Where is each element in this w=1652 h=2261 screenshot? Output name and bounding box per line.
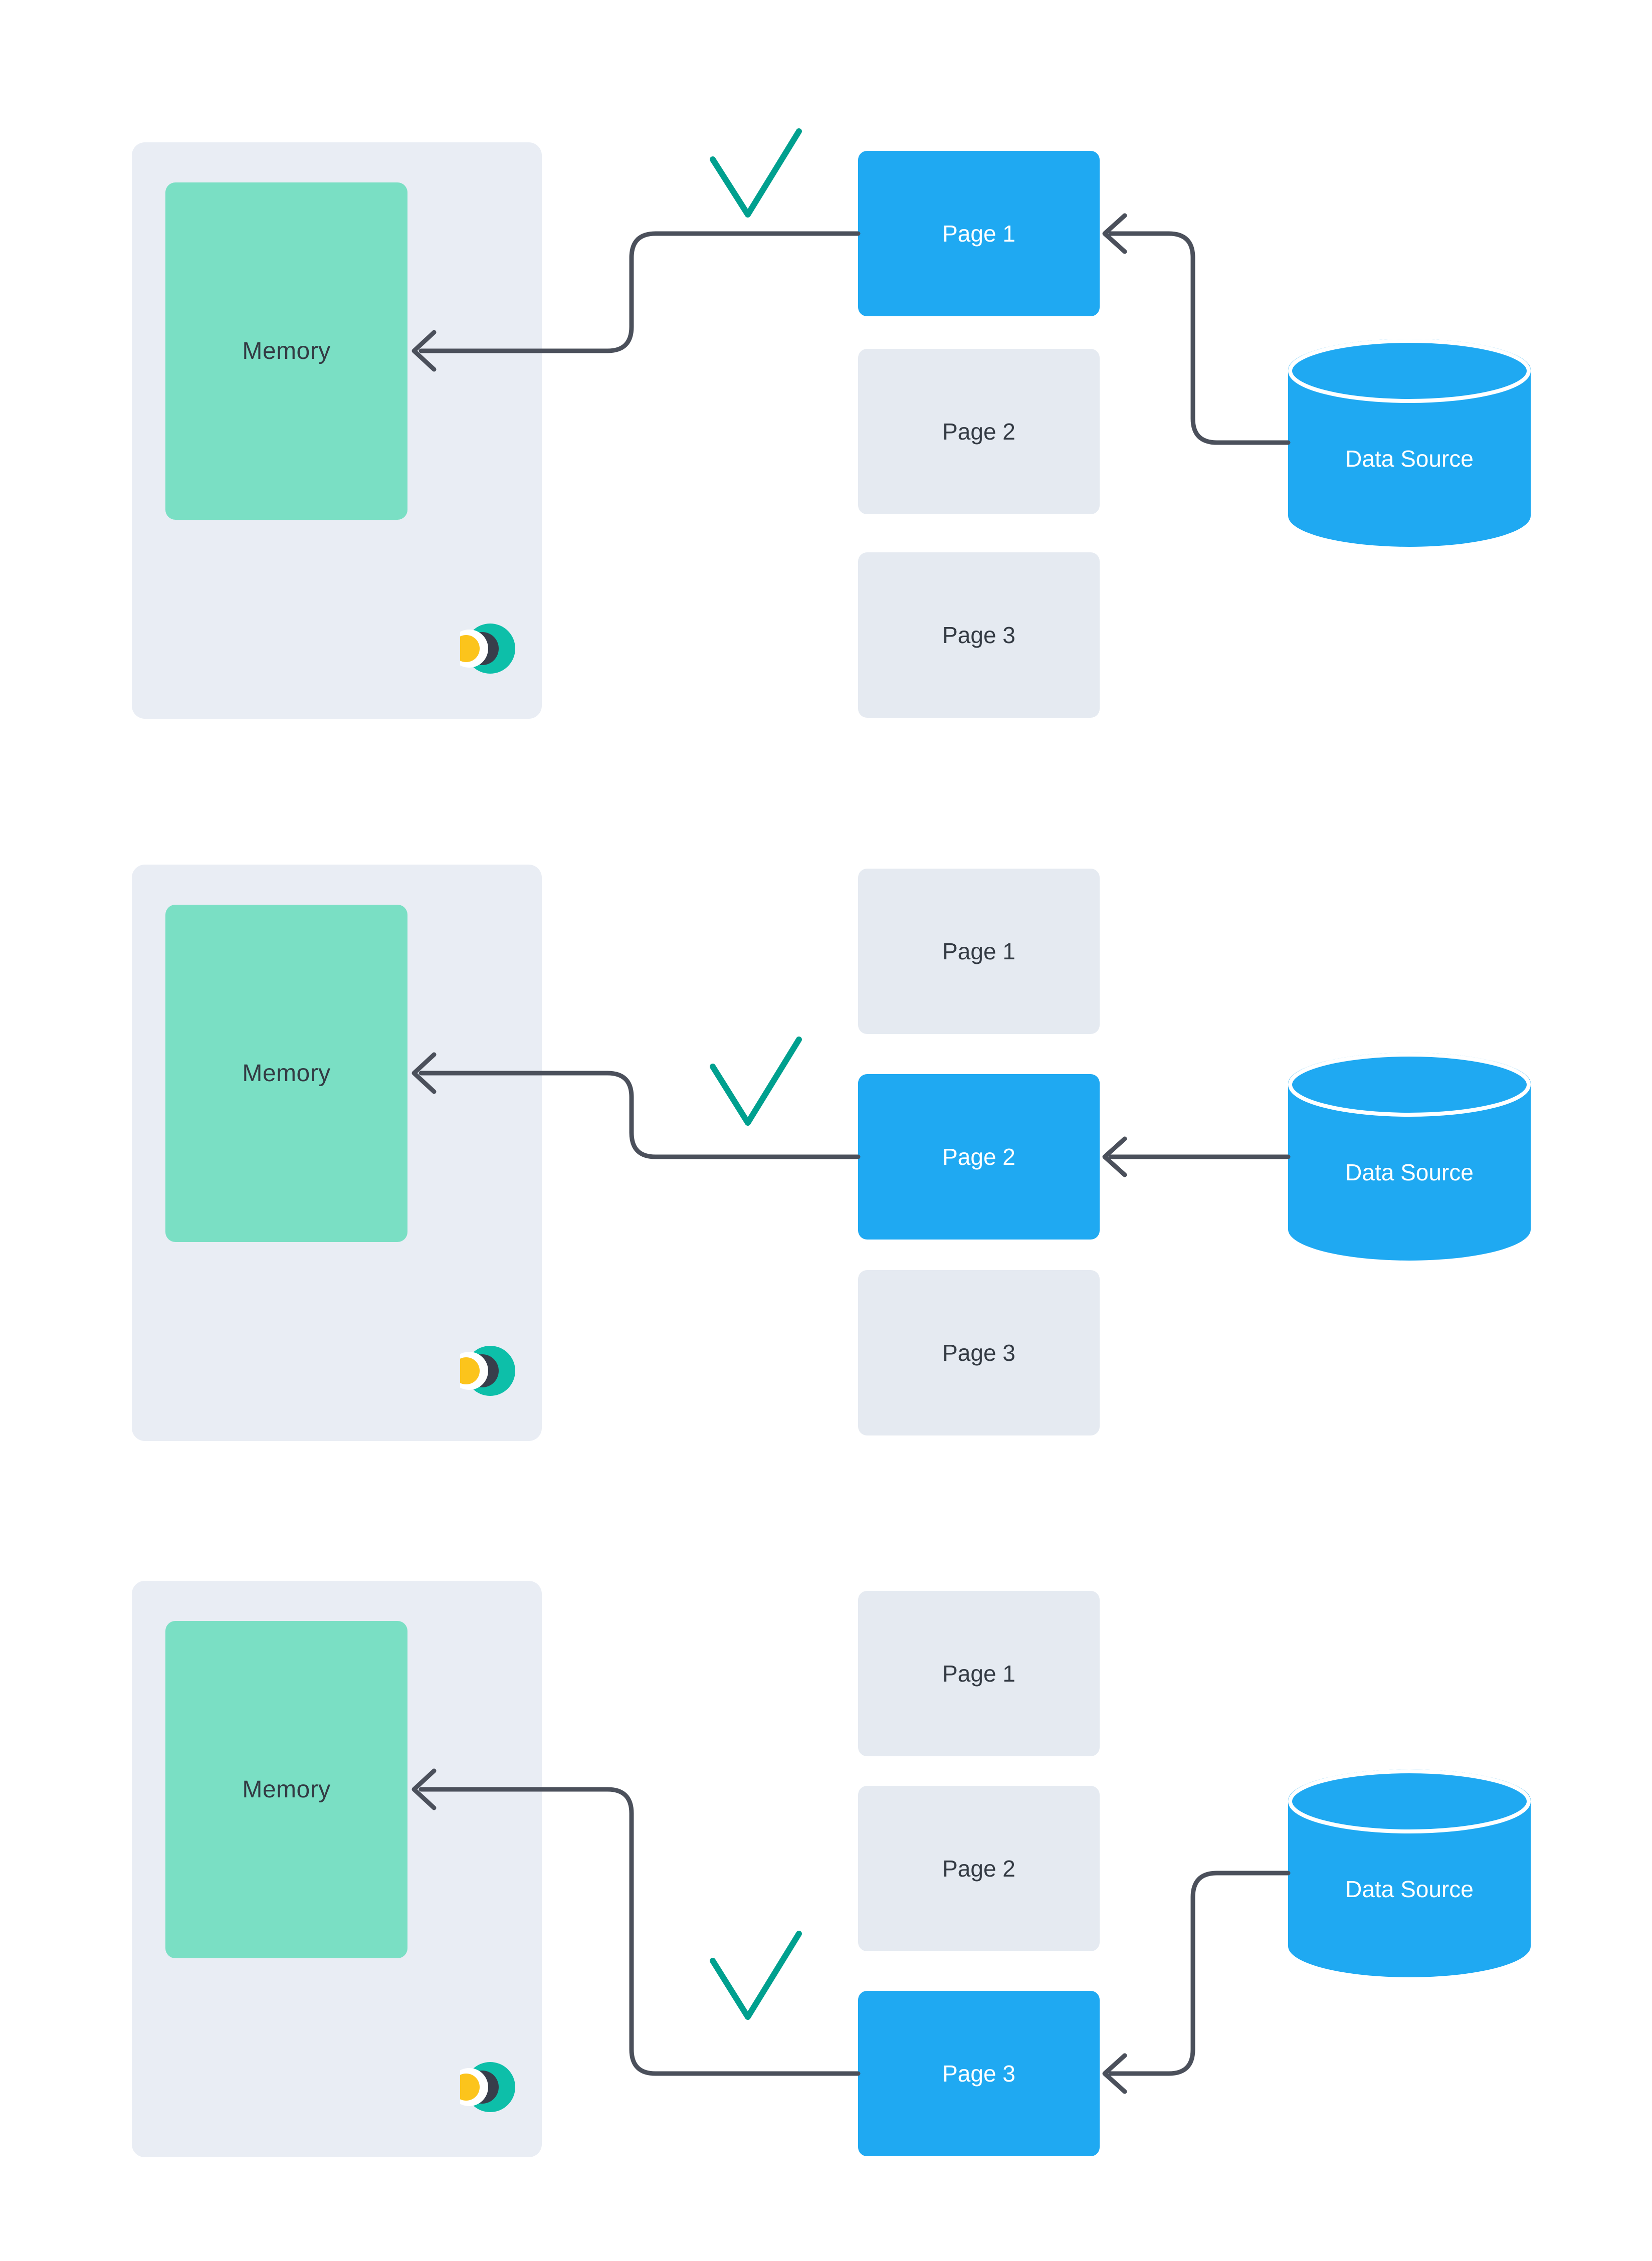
- check-mark-icon-2: [710, 1037, 802, 1126]
- memory-panel-2: Memory: [132, 865, 542, 1441]
- page-label: Page 2: [942, 419, 1015, 445]
- page-card-1-3: Page 3: [858, 552, 1100, 718]
- memory-label: Memory: [242, 1060, 331, 1087]
- crescent-logo-icon: [460, 624, 515, 674]
- page-card-2-1: Page 1: [858, 869, 1100, 1034]
- database-cylinder-icon: [1288, 1053, 1531, 1261]
- memory-box-2: Memory: [165, 905, 407, 1242]
- check-mark-icon-3: [710, 1931, 802, 2020]
- page-label: Page 3: [942, 2061, 1015, 2087]
- page-label: Page 1: [942, 1661, 1015, 1687]
- page-label: Page 2: [942, 1144, 1015, 1170]
- page-card-2-3: Page 3: [858, 1270, 1100, 1435]
- crescent-logo-icon: [460, 1346, 515, 1396]
- left-arrow-icon: [1102, 213, 1127, 254]
- data-source-3: Data Source: [1288, 1769, 1531, 1977]
- memory-label: Memory: [242, 338, 331, 364]
- memory-panel-3: Memory: [132, 1581, 542, 2157]
- left-arrow-icon: [1102, 1136, 1127, 1177]
- data-source-label: Data Source: [1345, 446, 1474, 472]
- memory-panel-1: Memory: [132, 142, 542, 719]
- database-cylinder-icon: [1288, 1769, 1531, 1977]
- memory-box-1: Memory: [165, 182, 407, 520]
- page-label: Page 2: [942, 1856, 1015, 1882]
- page-card-3-2: Page 2: [858, 1786, 1100, 1951]
- memory-box-3: Memory: [165, 1621, 407, 1958]
- data-source-1: Data Source: [1288, 339, 1531, 547]
- memory-label: Memory: [242, 1776, 331, 1803]
- page-card-1-1: Page 1: [858, 151, 1100, 316]
- page-label: Page 3: [942, 622, 1015, 648]
- page-label: Page 1: [942, 221, 1015, 247]
- page-label: Page 1: [942, 938, 1015, 964]
- data-source-label: Data Source: [1345, 1876, 1474, 1902]
- check-mark-icon-1: [710, 128, 802, 218]
- page-card-1-2: Page 2: [858, 349, 1100, 514]
- page-card-3-3: Page 3: [858, 1991, 1100, 2156]
- database-cylinder-icon: [1288, 339, 1531, 547]
- page-card-2-2: Page 2: [858, 1074, 1100, 1240]
- page-label: Page 3: [942, 1340, 1015, 1366]
- arrow-datasource-to-page-3: [1108, 1871, 1291, 2076]
- page-card-3-1: Page 1: [858, 1591, 1100, 1756]
- left-arrow-icon: [1102, 2053, 1127, 2094]
- crescent-logo-icon: [460, 2062, 515, 2112]
- data-source-2: Data Source: [1288, 1053, 1531, 1261]
- data-source-label: Data Source: [1345, 1159, 1474, 1185]
- arrow-datasource-to-page-1: [1108, 231, 1291, 445]
